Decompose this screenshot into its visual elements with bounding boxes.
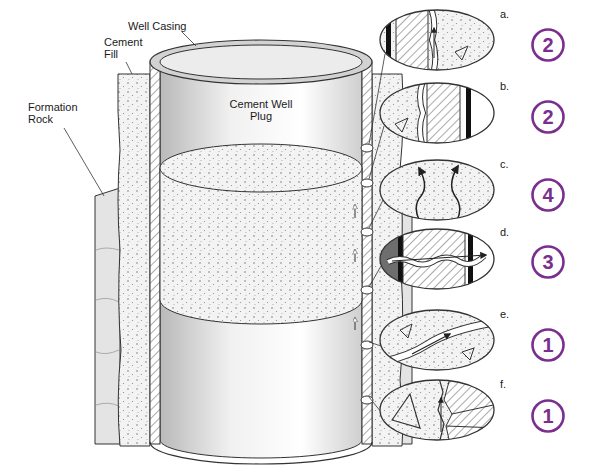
- detail-e: [378, 308, 498, 374]
- part-label: Formation Rock: [28, 101, 84, 125]
- leader-lines: [64, 32, 196, 196]
- callout-circle: [533, 330, 564, 361]
- callout-number: 2: [531, 100, 565, 134]
- detail-letter: e.: [500, 308, 516, 320]
- well-casing: [150, 40, 372, 464]
- cement-plug: [160, 144, 362, 324]
- detail-f: [378, 378, 498, 444]
- callout-number: 1: [531, 399, 565, 433]
- callout-number: 3: [531, 245, 565, 279]
- callout-circle: [533, 102, 564, 133]
- detail-letter: c.: [500, 158, 516, 170]
- detail-letter: a.: [500, 8, 516, 20]
- detail-ovals: [380, 10, 494, 440]
- callout-number: 3: [542, 251, 553, 274]
- callout-number: 1: [542, 405, 553, 428]
- detail-d: [378, 227, 498, 293]
- callout-circle: [533, 180, 564, 211]
- callout-number: 1: [531, 328, 565, 362]
- detail-letter: f.: [500, 378, 516, 390]
- callout-circle: [533, 30, 564, 61]
- defect-markers: [355, 144, 373, 404]
- detail-letter: b.: [500, 80, 516, 92]
- callout-number: 2: [542, 106, 553, 129]
- detail-c: [378, 158, 498, 224]
- detail-a: [378, 8, 498, 74]
- part-label: Cement Fill: [104, 36, 144, 60]
- callout-number: 4: [531, 178, 565, 212]
- callout-number: 2: [542, 34, 553, 57]
- callout-number: 4: [542, 184, 553, 207]
- callout-circle: [533, 401, 564, 432]
- detail-letter: d.: [500, 226, 516, 238]
- part-label: Well Casing: [128, 20, 198, 32]
- part-label: Cement Well Plug: [228, 98, 294, 122]
- callout-number: 2: [531, 28, 565, 62]
- detail-b: [378, 81, 498, 147]
- callout-circle: [533, 247, 564, 278]
- callout-number: 1: [542, 334, 553, 357]
